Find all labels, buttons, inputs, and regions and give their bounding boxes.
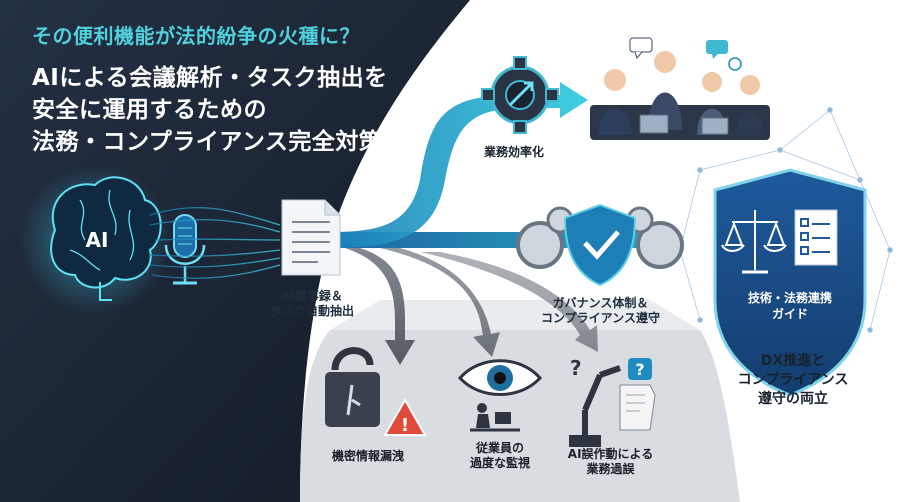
label-minutes-line2: タスク自動抽出 [269, 304, 354, 318]
label-dx-line2: コンプライアンス [737, 372, 849, 388]
question-badge-icon: ? [628, 358, 652, 380]
flow-to-monitor [380, 248, 500, 357]
title-line-3: 法務・コンプライアンス完全対策 [32, 129, 383, 155]
label-guide: 技術・法務連携 ガイド [735, 290, 845, 322]
check-shield-icon [563, 203, 637, 287]
flow-to-error [420, 252, 598, 352]
label-governance-line2: コンプライアンス遵守 [541, 311, 660, 325]
data-streaks [149, 206, 281, 279]
checklist-icon [794, 209, 838, 266]
label-dx-line1: DX推進と [760, 353, 826, 369]
label-minutes: AI議事録＆ タスク自動抽出 [262, 289, 362, 319]
risk-monitor: 従業員の 過度な監視 [450, 441, 550, 471]
title-question: その便利機能が法的紛争の火種に？ [32, 24, 360, 48]
gear-icon [481, 56, 559, 134]
question-mark-1: ? [570, 356, 582, 380]
flow-to-governance [290, 222, 665, 258]
eye-icon [457, 359, 543, 396]
risk-error-line2: 業務過誤 [586, 462, 635, 476]
warning-icon: ! [383, 397, 427, 436]
label-guide-line1: 技術・法務連携 [747, 291, 832, 305]
label-minutes-line1: AI議事録＆ [281, 289, 343, 303]
risk-monitor-line2: 過度な監視 [469, 456, 530, 470]
risk-error: AI誤作動による 業務過誤 [548, 447, 673, 477]
brain-icon [50, 176, 162, 301]
broken-lock-icon [325, 347, 380, 427]
document-icon [281, 199, 341, 276]
dark-panel [0, 0, 470, 502]
label-efficiency: 業務効率化 [484, 145, 545, 159]
risk-leak: 機密情報漏洩 [331, 449, 404, 463]
scales-icon [721, 210, 787, 274]
meeting-people-illustration [590, 37, 770, 140]
risk-error-line1: AI誤作動による [567, 447, 654, 461]
label-governance-line1: ガバナンス体制＆ [552, 296, 649, 310]
title-line-2: 安全に運用するための [32, 97, 267, 123]
label-guide-line2: ガイド [771, 307, 808, 321]
flow-to-efficiency [330, 82, 588, 248]
worker-at-desk-icon [470, 403, 520, 432]
flow-to-leak [345, 248, 415, 365]
network-decoration [677, 107, 893, 333]
svg-text:!: ! [401, 415, 409, 436]
label-dx: DX推進と コンプライアンス 遵守の両立 [718, 352, 868, 409]
robot-arm-icon [569, 365, 621, 447]
risk-monitor-line1: 従業員の [475, 441, 524, 455]
title-line-1: AIによる会議解析・タスク抽出を [32, 65, 388, 91]
chat-bubble-icon [706, 40, 728, 59]
question-mark-2: ? [635, 360, 644, 379]
torn-document-icon [619, 384, 656, 431]
microphone-icon [164, 214, 206, 285]
label-dx-line3: 遵守の両立 [758, 391, 828, 407]
speech-bubble-icon [629, 37, 653, 60]
brain-label: AI [86, 228, 109, 252]
label-governance: ガバナンス体制＆ コンプライアンス遵守 [523, 296, 678, 326]
